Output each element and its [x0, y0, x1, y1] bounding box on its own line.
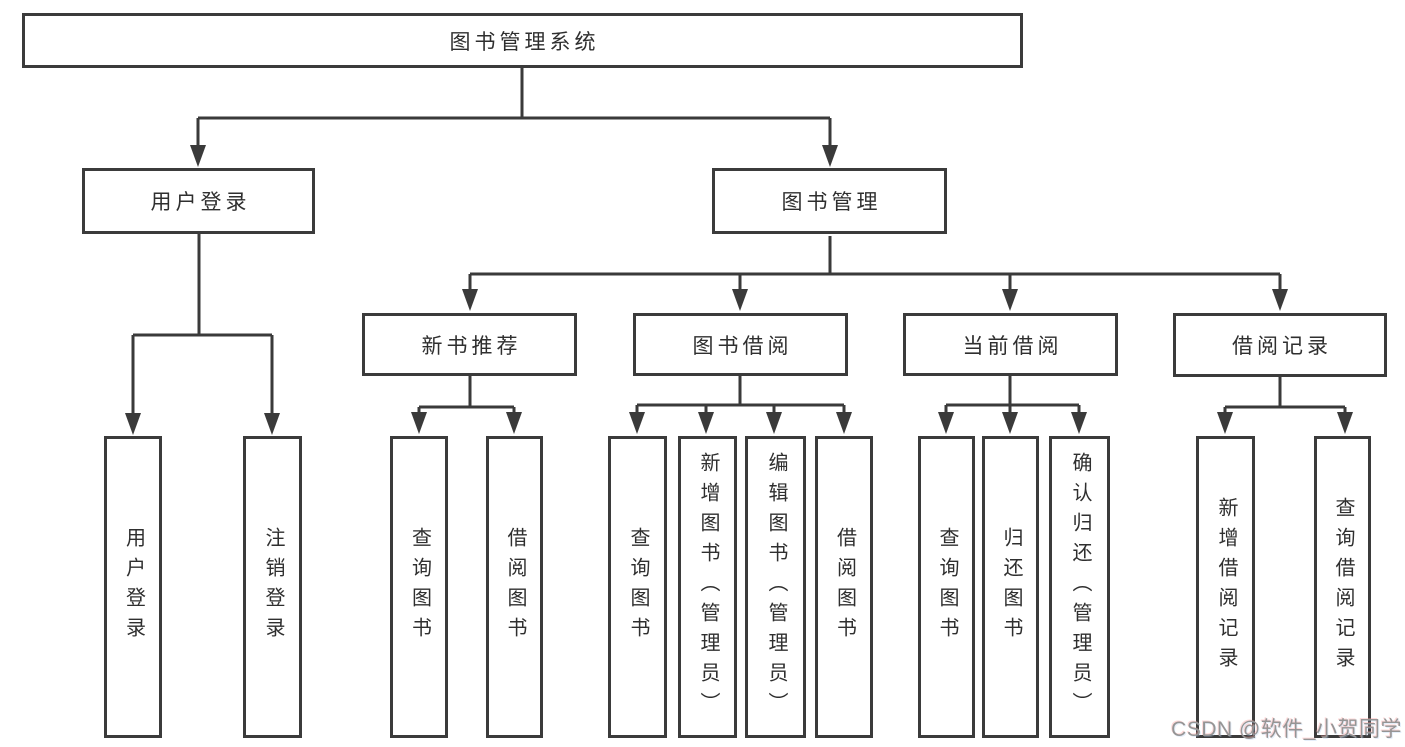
- node-borrow-records-label: 借阅记录: [1232, 335, 1332, 358]
- node-new-book-recommend: 新书推荐: [362, 313, 577, 376]
- arrow-down-icon: [698, 412, 714, 434]
- arrow-down-icon: [836, 412, 852, 434]
- arrow-down-icon: [125, 413, 141, 435]
- connector-root-to-level2: [196, 68, 832, 148]
- arrow-down-icon: [264, 413, 280, 435]
- arrow-down-icon: [190, 145, 206, 167]
- leaf-query-books-recommend: 查询图书: [390, 436, 448, 738]
- node-current-borrow-label: 当前借阅: [962, 334, 1063, 358]
- arrow-down-icon: [462, 289, 478, 311]
- connector-current-borrow-children: [944, 376, 1081, 416]
- arrow-down-icon: [766, 412, 782, 434]
- leaf-label: 查询图书: [408, 527, 431, 647]
- connector-book-borrow-children: [635, 376, 846, 416]
- leaf-label: 归还图书: [1000, 527, 1022, 647]
- node-book-borrow: 图书借阅: [633, 313, 848, 376]
- node-book-management-label: 图书管理: [781, 191, 882, 214]
- leaf-label: 新增借阅记录: [1215, 497, 1237, 677]
- arrow-down-icon: [506, 412, 522, 434]
- leaf-label: 查询图书: [627, 527, 649, 647]
- leaf-confirm-return-admin: 确认归还（管理员）: [1049, 436, 1110, 738]
- arrow-down-icon: [629, 412, 645, 434]
- leaf-return-books: 归还图书: [982, 436, 1039, 738]
- leaf-add-books-admin: 新增图书（管理员）: [678, 436, 737, 738]
- leaf-label: 注销登录: [262, 527, 284, 647]
- leaf-edit-books-admin: 编辑图书（管理员）: [745, 436, 806, 738]
- arrow-down-icon: [732, 289, 748, 311]
- leaf-label: 借阅图书: [504, 527, 526, 647]
- leaf-user-login: 用户登录: [104, 436, 162, 738]
- leaf-label: 用户登录: [122, 527, 145, 647]
- connector-borrow-records-children: [1223, 377, 1347, 416]
- node-root-label: 图书管理系统: [449, 30, 600, 54]
- leaf-logout: 注销登录: [243, 436, 302, 738]
- csdn-watermark: CSDN @软件_小贺同学: [1171, 718, 1402, 741]
- arrow-down-icon: [411, 412, 427, 434]
- node-borrow-records: 借阅记录: [1173, 313, 1387, 377]
- leaf-borrow-books: 借阅图书: [815, 436, 873, 738]
- node-root: 图书管理系统: [22, 13, 1023, 68]
- leaf-add-borrow-record: 新增借阅记录: [1196, 436, 1255, 738]
- connector-new-book-children: [417, 376, 516, 416]
- leaf-label: 确认归还（管理员）: [1069, 452, 1091, 722]
- connector-user-login-children: [131, 234, 274, 416]
- arrow-down-icon: [1002, 289, 1018, 311]
- arrow-down-icon: [1217, 412, 1233, 434]
- arrow-down-icon: [1272, 289, 1288, 311]
- leaf-label: 新增图书（管理员）: [697, 452, 719, 722]
- leaf-label: 查询借阅记录: [1332, 497, 1354, 677]
- leaf-label: 编辑图书（管理员）: [765, 452, 787, 722]
- arrow-down-icon: [938, 412, 954, 434]
- node-book-borrow-label: 图书借阅: [692, 334, 793, 358]
- leaf-query-books-borrow: 查询图书: [608, 436, 667, 738]
- arrow-down-icon: [1002, 412, 1018, 434]
- leaf-query-books-current: 查询图书: [918, 436, 975, 738]
- leaf-borrow-books-recommend: 借阅图书: [486, 436, 543, 738]
- node-book-management: 图书管理: [712, 168, 947, 234]
- arrow-down-icon: [822, 145, 838, 167]
- connector-book-management-children: [468, 236, 1282, 293]
- node-user-login: 用户登录: [82, 168, 315, 234]
- node-new-book-recommend-label: 新书推荐: [421, 334, 522, 358]
- leaf-label: 借阅图书: [833, 527, 856, 647]
- node-user-login-label: 用户登录: [150, 191, 251, 214]
- arrow-down-icon: [1337, 412, 1353, 434]
- arrow-down-icon: [1071, 412, 1087, 434]
- leaf-query-borrow-record: 查询借阅记录: [1314, 436, 1371, 738]
- node-current-borrow: 当前借阅: [903, 313, 1118, 376]
- leaf-label: 查询图书: [936, 527, 958, 647]
